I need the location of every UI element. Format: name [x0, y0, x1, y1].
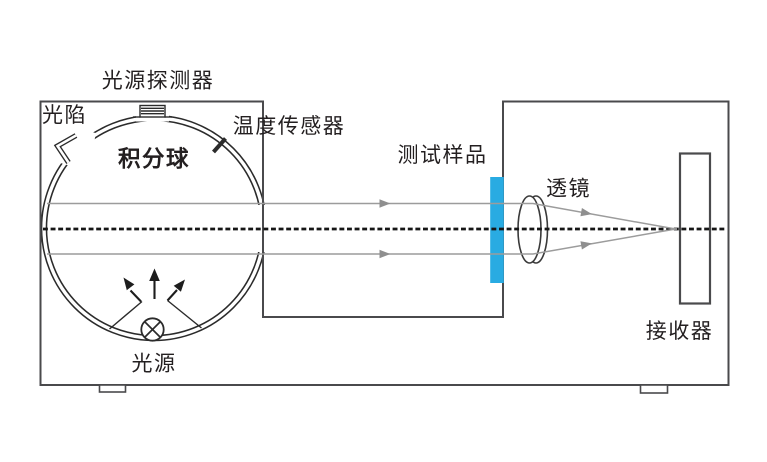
emission-arrow-up-left-head	[123, 277, 135, 291]
label-integrating-sphere: 积分球	[118, 147, 190, 172]
ray-upper-refracted-arrowhead	[580, 208, 592, 217]
label-temperature-sensor: 温度传感器	[233, 115, 346, 138]
emission-arrow-up-right	[166, 279, 185, 302]
lamp-icon	[140, 317, 165, 342]
emission-arrow-up	[149, 268, 160, 299]
light-trap-inner-gap	[55, 134, 77, 164]
label-source-detector: 光源探测器	[102, 70, 215, 93]
light-trap-shape	[53, 133, 78, 164]
temperature-sensor-mark	[212, 137, 227, 154]
lamp-mount-line-right	[167, 299, 202, 329]
emission-arrow-up-left	[123, 277, 142, 303]
foot-right	[639, 384, 669, 394]
enclosure-outline	[39, 100, 730, 386]
detector-port-shape	[133, 104, 172, 118]
label-light-source: 光源	[132, 353, 177, 376]
ray-lower-arrowhead	[379, 249, 391, 259]
light-rays	[47, 199, 678, 259]
foot-left	[98, 384, 127, 393]
emission-arrow-up-right-shaft	[166, 289, 178, 302]
ray-upper	[47, 202, 678, 231]
lamp-mount-line-left	[109, 300, 143, 330]
light-trap-opening	[50, 126, 96, 171]
emission-arrow-up-left-shaft	[129, 289, 142, 303]
ray-upper-arrowhead	[379, 199, 391, 208]
label-receiver: 接收器	[646, 320, 714, 343]
label-light-trap: 光陷	[42, 104, 87, 127]
ray-lower	[47, 228, 678, 255]
ray-lower-refracted-arrowhead	[580, 241, 592, 250]
emission-arrow-up-right-head	[173, 279, 185, 292]
label-lens: 透镜	[546, 178, 591, 201]
emission-arrow-up-head	[149, 268, 160, 281]
label-test-sample: 测试样品	[398, 144, 488, 167]
lamp-cross-2	[143, 320, 162, 339]
